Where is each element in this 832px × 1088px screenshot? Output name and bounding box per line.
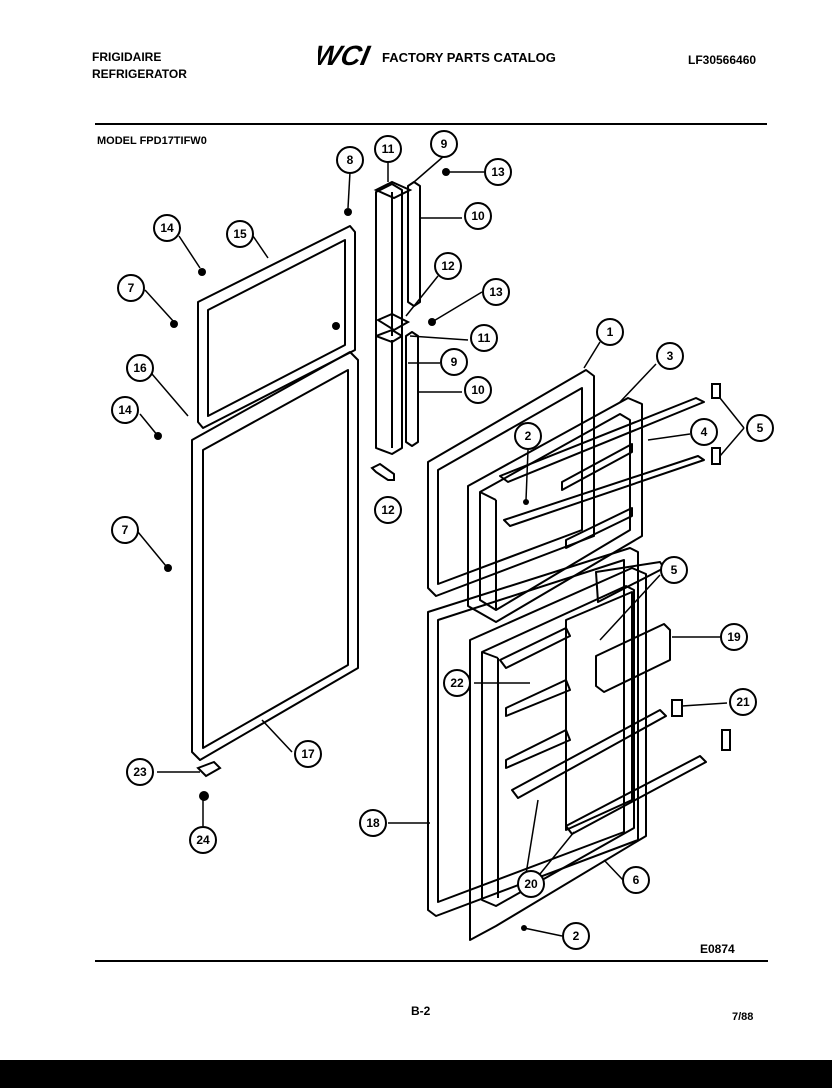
exploded-parts-diagram: 1 2 2 3 4 5 5 6 7 7 8 9 9 10 10 11 11 12… bbox=[111, 130, 774, 950]
callout-11a bbox=[374, 135, 402, 163]
svg-text:9: 9 bbox=[451, 355, 458, 369]
svg-text:14: 14 bbox=[118, 403, 132, 417]
callout-2a bbox=[514, 422, 542, 450]
header-rule bbox=[95, 123, 767, 125]
callout-22 bbox=[443, 669, 471, 697]
callout-17 bbox=[294, 740, 322, 768]
svg-text:13: 13 bbox=[489, 285, 503, 299]
catalog-date: 7/88 bbox=[732, 1011, 754, 1023]
page-number: B-2 bbox=[411, 1004, 431, 1018]
wci-logo: WCI bbox=[311, 39, 378, 71]
footer-rule bbox=[95, 960, 768, 962]
catalog-title: FACTORY PARTS CATALOG bbox=[382, 50, 556, 65]
svg-text:21: 21 bbox=[736, 695, 750, 709]
callout-1 bbox=[596, 318, 624, 346]
callout-4 bbox=[690, 418, 718, 446]
svg-text:24: 24 bbox=[196, 833, 210, 847]
callout-8 bbox=[336, 146, 364, 174]
callout-11b bbox=[470, 324, 498, 352]
svg-text:23: 23 bbox=[133, 765, 147, 779]
callout-20 bbox=[517, 870, 545, 898]
callout-19 bbox=[720, 623, 748, 651]
svg-text:11: 11 bbox=[478, 331, 491, 345]
svg-text:18: 18 bbox=[366, 816, 380, 830]
callout-10b bbox=[464, 376, 492, 404]
svg-text:10: 10 bbox=[471, 209, 485, 223]
svg-text:19: 19 bbox=[727, 630, 741, 644]
callout-7b bbox=[111, 516, 139, 544]
freezer-door-liner bbox=[467, 397, 643, 623]
callout-5a bbox=[746, 414, 774, 442]
svg-text:2: 2 bbox=[525, 429, 532, 443]
svg-text:9: 9 bbox=[441, 137, 448, 151]
svg-text:13: 13 bbox=[491, 165, 505, 179]
callout-23 bbox=[126, 758, 154, 786]
svg-text:7: 7 bbox=[128, 281, 135, 295]
callout-3 bbox=[656, 342, 684, 370]
svg-text:5: 5 bbox=[757, 421, 764, 435]
callout-13a bbox=[484, 158, 512, 186]
callout-5b bbox=[660, 556, 688, 584]
callout-2b bbox=[562, 922, 590, 950]
svg-text:12: 12 bbox=[441, 259, 455, 273]
callout-21 bbox=[729, 688, 757, 716]
svg-text:17: 17 bbox=[301, 747, 315, 761]
callout-7a bbox=[117, 274, 145, 302]
door-shelves bbox=[511, 709, 707, 835]
freezer-liner-gasket bbox=[427, 369, 595, 597]
svg-text:22: 22 bbox=[450, 676, 464, 690]
scan-border bbox=[0, 1060, 832, 1088]
logo-text: WCI bbox=[318, 40, 374, 70]
catalog-number: LF30566460 bbox=[688, 53, 757, 67]
fresh-food-door-gasket bbox=[191, 351, 359, 761]
diagram-code: E0874 bbox=[700, 942, 735, 956]
svg-text:2: 2 bbox=[573, 929, 580, 943]
callout-13b bbox=[482, 278, 510, 306]
callout-9a bbox=[430, 130, 458, 158]
fresh-food-door-liner bbox=[469, 567, 647, 941]
svg-text:8: 8 bbox=[347, 153, 354, 167]
svg-text:5: 5 bbox=[671, 563, 678, 577]
lower-handle-trim bbox=[375, 329, 419, 455]
callout-12a bbox=[434, 252, 462, 280]
svg-text:15: 15 bbox=[233, 227, 247, 241]
svg-text:14: 14 bbox=[160, 221, 174, 235]
callout-18 bbox=[359, 809, 387, 837]
callout-10a bbox=[464, 202, 492, 230]
callout-16 bbox=[126, 354, 154, 382]
callout-6 bbox=[622, 866, 650, 894]
svg-text:3: 3 bbox=[667, 349, 674, 363]
brand-line-2: REFRIGERATOR bbox=[92, 67, 187, 81]
svg-text:1: 1 bbox=[607, 325, 614, 339]
model-number: MODEL FPD17TIFW0 bbox=[97, 135, 207, 147]
svg-text:20: 20 bbox=[524, 877, 538, 891]
svg-text:4: 4 bbox=[701, 425, 708, 439]
svg-text:11: 11 bbox=[382, 142, 395, 156]
callout-12b bbox=[374, 496, 402, 524]
freezer-shelves bbox=[499, 397, 705, 527]
svg-text:6: 6 bbox=[633, 873, 640, 887]
callout-14a bbox=[153, 214, 181, 242]
svg-text:10: 10 bbox=[471, 383, 485, 397]
svg-text:16: 16 bbox=[133, 361, 147, 375]
callout-9b bbox=[440, 348, 468, 376]
callout-14b bbox=[111, 396, 139, 424]
brand-line-1: FRIGIDAIRE bbox=[92, 50, 162, 64]
svg-text:7: 7 bbox=[122, 523, 129, 537]
freezer-door-gasket bbox=[197, 225, 356, 429]
callout-15 bbox=[226, 220, 254, 248]
callout-24 bbox=[189, 826, 217, 854]
svg-text:12: 12 bbox=[381, 503, 395, 517]
